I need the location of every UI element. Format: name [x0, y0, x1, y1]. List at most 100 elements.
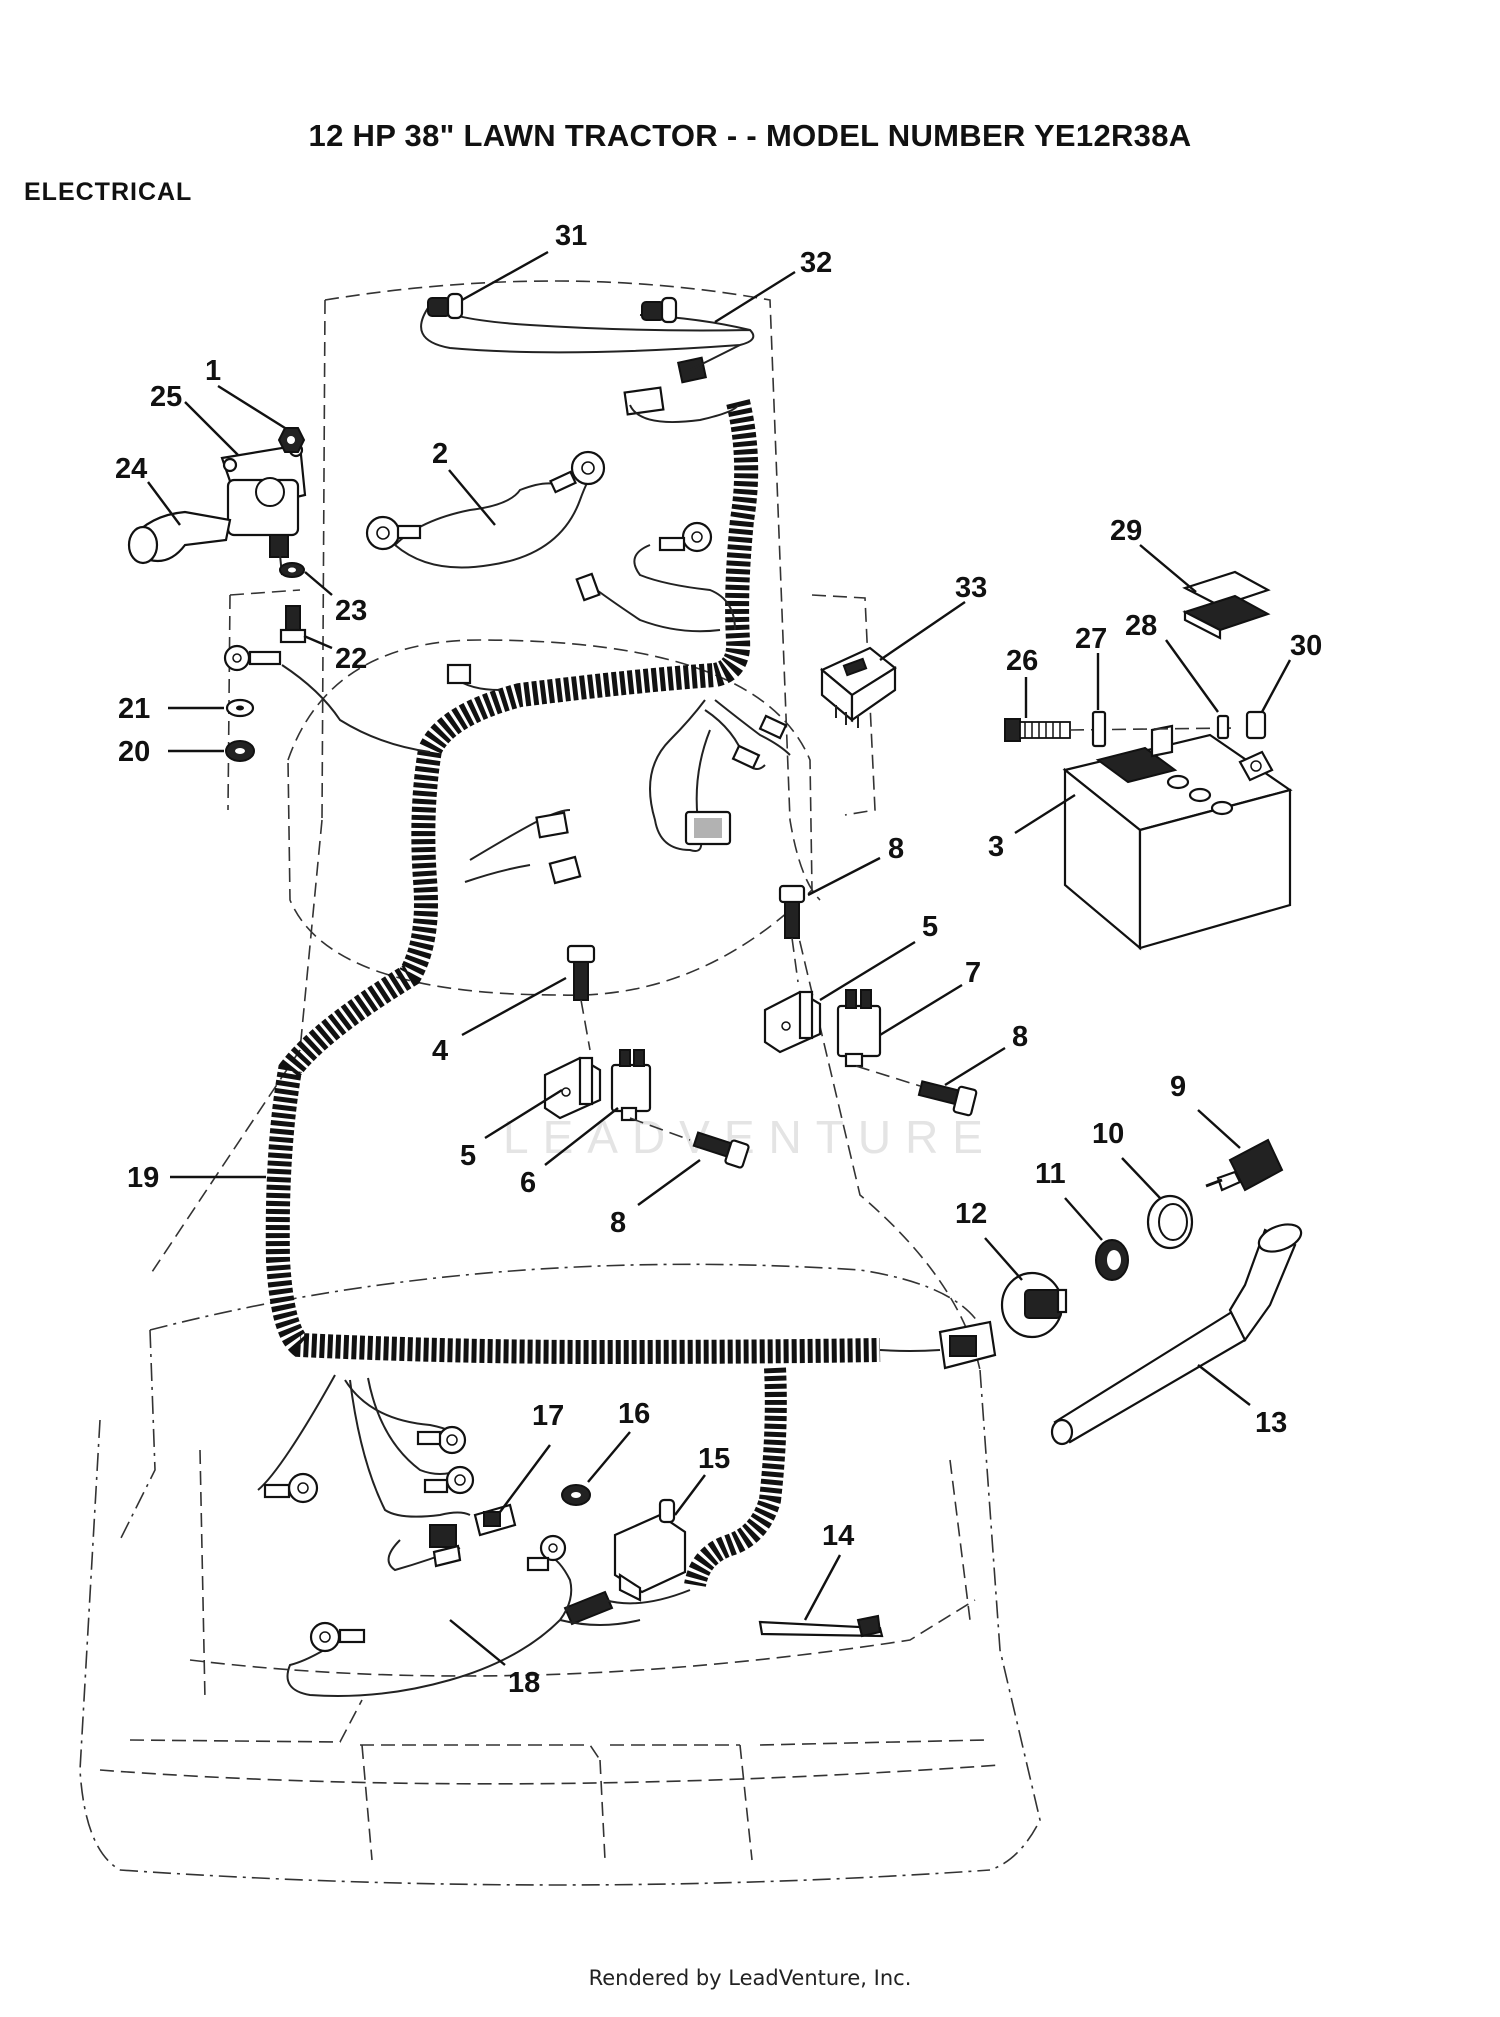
- bezel-10: [1146, 1194, 1194, 1250]
- callout-12-label: 12: [955, 1198, 987, 1230]
- callout-24-label: 24: [115, 453, 147, 485]
- callout-4-label: 4: [432, 1035, 448, 1067]
- callout-5a: 5: [460, 1088, 563, 1172]
- nut-1: [277, 427, 306, 453]
- callout-3: 3: [988, 793, 1076, 863]
- callout-1-label: 1: [205, 355, 221, 387]
- callout-21: 21: [118, 693, 224, 725]
- tie-strap-14: [758, 1614, 884, 1638]
- callout-20: 20: [118, 736, 224, 768]
- callout-19: 19: [127, 1162, 266, 1194]
- callout-17-label: 17: [532, 1400, 564, 1432]
- callout-24: 24: [115, 453, 181, 526]
- callout-18-label: 18: [508, 1667, 540, 1699]
- callout-29-label: 29: [1110, 515, 1142, 547]
- callout-9: 9: [1170, 1071, 1241, 1149]
- starter-solenoid: [220, 442, 307, 576]
- nut-16: [561, 1484, 591, 1506]
- callout-2: 2: [432, 438, 496, 526]
- callout-5b-label: 5: [922, 911, 938, 943]
- callout-8a: 8: [807, 833, 904, 897]
- callout-32-label: 32: [800, 247, 832, 279]
- nut-11: [1095, 1239, 1129, 1281]
- axis-6: [629, 1117, 691, 1141]
- terminal-cover-29: [1182, 570, 1271, 640]
- ignition-switch-12: [1000, 1271, 1068, 1339]
- harness-branch-top: [223, 521, 736, 753]
- washer-21: [225, 698, 255, 718]
- lower-harness-branches: [257, 1374, 641, 1697]
- callout-15-label: 15: [698, 1443, 730, 1475]
- bolt-8c: [692, 1131, 750, 1169]
- nut-20: [225, 740, 255, 762]
- callout-9-label: 9: [1170, 1071, 1186, 1103]
- callout-31-label: 31: [555, 220, 587, 252]
- headlight-harness: [420, 292, 755, 354]
- callout-25-label: 25: [150, 381, 182, 413]
- callout-32: 32: [714, 247, 832, 324]
- footer-credit: Rendered by LeadVenture, Inc.: [588, 1966, 912, 1990]
- fuse-17: [473, 1503, 517, 1537]
- spacer-27: [1091, 710, 1107, 748]
- callout-30-label: 30: [1290, 630, 1322, 662]
- bolt-8b: [917, 1080, 978, 1117]
- callout-23-label: 23: [335, 595, 367, 627]
- callout-23: 23: [304, 571, 367, 627]
- callout-7: 7: [879, 957, 981, 1037]
- callout-33-label: 33: [955, 572, 987, 604]
- callout-21-label: 21: [118, 693, 150, 725]
- washer-28: [1216, 714, 1230, 740]
- callout-8b: 8: [944, 1021, 1028, 1087]
- callout-29: 29: [1110, 515, 1197, 593]
- tube-13: [1050, 1223, 1303, 1446]
- axis-4: [580, 999, 591, 1051]
- callout-7-label: 7: [965, 957, 981, 989]
- connector-15b: [563, 1589, 691, 1626]
- callout-3-label: 3: [988, 831, 1004, 863]
- callout-8b-label: 8: [1012, 1021, 1028, 1053]
- bulb-socket-left: [427, 292, 464, 320]
- boot-24: [127, 510, 232, 565]
- callout-5b: 5: [819, 911, 938, 1002]
- callout-10: 10: [1092, 1118, 1161, 1199]
- callout-12: 12: [955, 1198, 1023, 1281]
- bolt-8a: [778, 884, 806, 939]
- switch-6: [610, 1049, 652, 1122]
- callout-18: 18: [449, 1619, 540, 1699]
- callout-11: 11: [1035, 1158, 1103, 1241]
- section-label: ELECTRICAL: [24, 178, 193, 206]
- battery-3: [1062, 724, 1293, 951]
- battery-cable: [365, 450, 606, 569]
- bolt-26: [1004, 718, 1071, 742]
- callout-16-label: 16: [618, 1398, 650, 1430]
- ignition-key-9: [1205, 1138, 1284, 1192]
- bracket-5b: [763, 990, 822, 1054]
- harness-branch-mid: [464, 699, 791, 885]
- callout-25: 25: [150, 381, 239, 456]
- diagram-title: 12 HP 38" LAWN TRACTOR - - MODEL NUMBER …: [308, 118, 1192, 153]
- switch-33: [819, 646, 897, 728]
- nut-30: [1245, 710, 1267, 740]
- callout-28-label: 28: [1125, 610, 1157, 642]
- callout-8c: 8: [610, 1159, 701, 1239]
- switch-7: [836, 989, 882, 1068]
- callout-10-label: 10: [1092, 1118, 1124, 1150]
- callout-27-label: 27: [1075, 623, 1107, 655]
- callout-15: 15: [674, 1443, 730, 1516]
- callout-1: 1: [205, 355, 286, 430]
- axis-8a: [791, 937, 799, 983]
- wiring-harness-loom: [265, 344, 881, 1588]
- callout-33: 33: [879, 572, 987, 661]
- screw-22: [279, 605, 307, 644]
- callout-27: 27: [1075, 623, 1107, 710]
- callout-22-label: 22: [335, 643, 367, 675]
- callout-13-label: 13: [1255, 1407, 1287, 1439]
- axis-7: [855, 1065, 921, 1087]
- callout-26: 26: [1006, 645, 1038, 718]
- callout-14-label: 14: [822, 1520, 854, 1552]
- callout-5a-label: 5: [460, 1140, 476, 1172]
- callout-28: 28: [1125, 610, 1219, 713]
- callout-13: 13: [1197, 1364, 1287, 1439]
- callout-16: 16: [587, 1398, 650, 1483]
- bracket-5a: [543, 1056, 602, 1120]
